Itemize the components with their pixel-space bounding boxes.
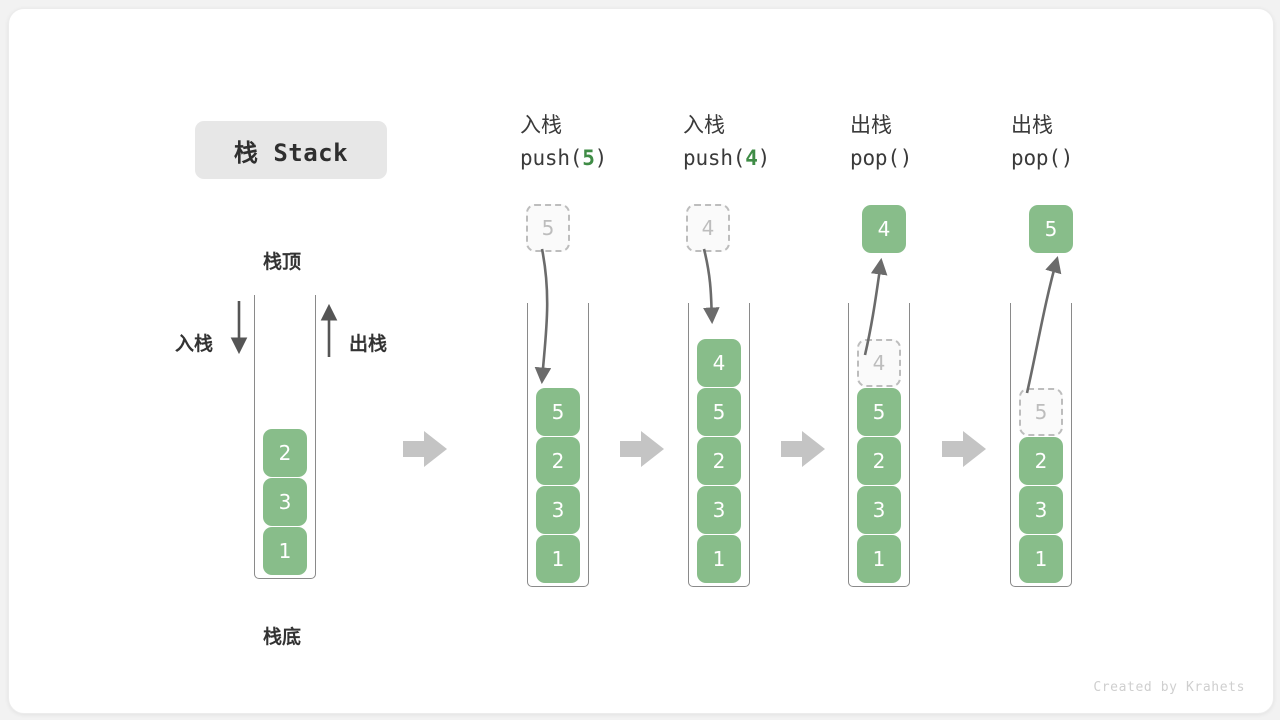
op-line1-pop-5: 出栈 xyxy=(1011,113,1053,137)
op-line2-pop-4: pop() xyxy=(850,142,912,175)
stack-cell: 2 xyxy=(263,429,307,477)
op-label-push-5: 入栈 push(5) xyxy=(520,109,607,174)
stack-cell: 2 xyxy=(1019,437,1063,485)
op-label-push-4: 入栈 push(4) xyxy=(683,109,770,174)
step-arrow-3 xyxy=(781,431,825,467)
credit-watermark: Created by Krahets xyxy=(1093,680,1245,695)
floating-cell-push-4: 4 xyxy=(686,204,730,252)
pop-direction-label: 出栈 xyxy=(349,333,388,355)
stack-cell-ghost: 5 xyxy=(1019,388,1063,436)
op-suffix: ) xyxy=(757,145,771,170)
stack-cell: 2 xyxy=(857,437,901,485)
op-line1-push-4: 入栈 xyxy=(683,113,725,137)
stack-cell: 5 xyxy=(536,388,580,436)
stack-top-label: 栈顶 xyxy=(263,251,302,273)
stack-cell: 3 xyxy=(857,486,901,534)
op-line1-pop-4: 出栈 xyxy=(850,113,892,137)
arrows-overlay xyxy=(230,248,1062,467)
stack-cell: 5 xyxy=(857,388,901,436)
stack-cell: 1 xyxy=(857,535,901,583)
op-prefix: push( xyxy=(520,145,583,170)
stack-bottom-label: 栈底 xyxy=(263,626,302,648)
floating-cell-pop-5: 5 xyxy=(1029,205,1073,253)
stack-cell: 5 xyxy=(697,388,741,436)
op-line1-push-5: 入栈 xyxy=(520,113,562,137)
op-value: 5 xyxy=(582,145,595,170)
floating-cell-push-5: 5 xyxy=(526,204,570,252)
stack-cell-ghost: 4 xyxy=(857,339,901,387)
op-prefix: pop( xyxy=(850,145,900,170)
op-line2-push-5: push(5) xyxy=(520,142,607,175)
floating-cell-pop-4: 4 xyxy=(862,205,906,253)
step-arrow-2 xyxy=(620,431,664,467)
stack-cell: 3 xyxy=(697,486,741,534)
stack-cell: 2 xyxy=(697,437,741,485)
stack-cell: 1 xyxy=(1019,535,1063,583)
step-arrow-1 xyxy=(403,431,447,467)
op-suffix: ) xyxy=(899,145,913,170)
op-line2-pop-5: pop() xyxy=(1011,142,1073,175)
op-line2-push-4: push(4) xyxy=(683,142,770,175)
stack-cell: 1 xyxy=(263,527,307,575)
op-prefix: push( xyxy=(683,145,746,170)
figure-title: 栈 Stack xyxy=(195,121,387,179)
stack-cell: 2 xyxy=(536,437,580,485)
op-label-pop-5: 出栈 pop() xyxy=(1011,109,1073,174)
op-value: 4 xyxy=(745,145,758,170)
op-label-pop-4: 出栈 pop() xyxy=(850,109,912,174)
step-arrow-4 xyxy=(942,431,986,467)
stack-cell: 4 xyxy=(697,339,741,387)
stack-cell: 1 xyxy=(697,535,741,583)
stack-cell: 3 xyxy=(1019,486,1063,534)
op-suffix: ) xyxy=(1060,145,1074,170)
push-direction-label: 入栈 xyxy=(175,333,214,355)
stack-cell: 1 xyxy=(536,535,580,583)
op-prefix: pop( xyxy=(1011,145,1061,170)
op-suffix: ) xyxy=(594,145,608,170)
stack-cell: 3 xyxy=(536,486,580,534)
stack-cell: 3 xyxy=(263,478,307,526)
